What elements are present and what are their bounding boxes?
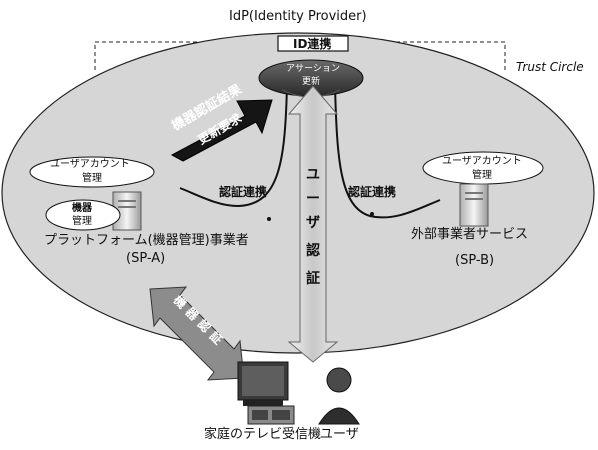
tv-icon xyxy=(238,362,294,424)
platform-name: プラットフォーム(機器管理)事業者 xyxy=(44,234,249,247)
link-marker-left xyxy=(267,217,271,221)
platform-account-line2: 管理 xyxy=(82,174,102,184)
assertion-line2: 更新 xyxy=(302,78,320,87)
trust-circle-label: Trust Circle xyxy=(516,61,584,73)
auth-link-right-label: 認証連携 xyxy=(348,186,396,198)
assertion-line1: アサーション xyxy=(286,65,340,74)
user-icon xyxy=(319,368,359,424)
id-link-label: ID連携 xyxy=(293,38,331,50)
external-account-line1: ユーザアカウント xyxy=(442,157,522,167)
user-auth-char-3: ザ xyxy=(306,216,320,230)
user-label: ユーザ xyxy=(320,428,359,441)
device-manage-line1: 機器 xyxy=(72,204,92,214)
user-auth-char-4: 認 xyxy=(306,244,320,258)
platform-account-line1: ユーザアカウント xyxy=(50,160,130,170)
idp-title: IdP(Identity Provider) xyxy=(229,10,367,23)
user-auth-char-5: 証 xyxy=(306,272,320,286)
user-auth-char-1: ユ xyxy=(306,168,320,182)
external-code: (SP-B) xyxy=(455,254,494,267)
device-manage-line2: 管理 xyxy=(72,217,92,227)
user-auth-char-2: ー xyxy=(306,192,320,206)
platform-code: (SP-A) xyxy=(126,252,165,265)
link-marker-right xyxy=(370,212,374,216)
external-name: 外部事業者サービス xyxy=(411,228,528,241)
external-account-line2: 管理 xyxy=(472,171,492,181)
external-server-icon xyxy=(460,184,488,226)
auth-link-left-label: 認証連携 xyxy=(219,186,267,198)
tv-label: 家庭のテレビ受信機 xyxy=(204,428,321,441)
